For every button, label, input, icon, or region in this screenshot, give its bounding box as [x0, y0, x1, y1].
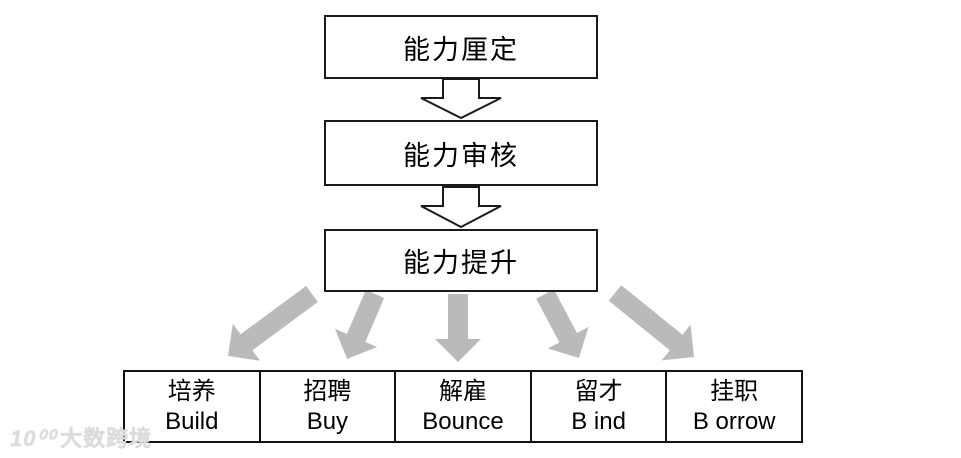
strategy-cell-zh-label: 培养 [167, 378, 216, 406]
flow-box-label: 能力提升 [403, 248, 519, 278]
strategy-cell-bounce: 解雇 Bounce [396, 372, 532, 441]
down-block-arrow-icon [420, 78, 502, 120]
strategy-cell-zh-label: 挂职 [710, 378, 759, 406]
fan-arrow-icon [228, 286, 318, 361]
strategy-cell-build: 培养 Build [125, 372, 261, 441]
down-block-arrow-icon [420, 186, 502, 229]
fan-arrow-icon [335, 290, 385, 359]
flow-box-capability-definition: 能力厘定 [324, 15, 598, 79]
strategy-cell-zh-label: 招聘 [303, 378, 352, 406]
strategy-cell-en-label: Build [165, 407, 219, 435]
fan-arrow-icon [435, 294, 481, 362]
strategy-cell-borrow: 挂职 B orrow [667, 372, 801, 441]
flow-box-label: 能力厘定 [403, 34, 519, 65]
strategy-cell-en-label: B orrow [692, 407, 776, 435]
strategy-cell-en-label: B ind [571, 407, 626, 435]
strategy-cell-zh-label: 留才 [574, 378, 623, 406]
fan-arrow-icon [608, 285, 694, 361]
strategy-cell-en-label: Bounce [422, 407, 504, 435]
strategy-row: 培养 Build 招聘 Buy 解雇 Bounce 留才 B ind 挂职 B … [123, 370, 803, 443]
flow-box-label: 能力审核 [403, 140, 519, 171]
strategy-cell-en-label: Buy [306, 407, 349, 435]
strategy-cell-zh-label: 解雇 [438, 378, 487, 406]
flow-box-capability-improvement: 能力提升 [324, 229, 598, 292]
strategy-cell-bind: 留才 B ind [532, 372, 668, 441]
watermark-logo: 10⁰⁰ [10, 426, 57, 451]
strategy-cell-buy: 招聘 Buy [261, 372, 397, 441]
flow-box-capability-review: 能力审核 [324, 120, 598, 186]
fan-arrow-icon [536, 289, 589, 358]
watermark-text: 大数跨境 [60, 426, 153, 451]
